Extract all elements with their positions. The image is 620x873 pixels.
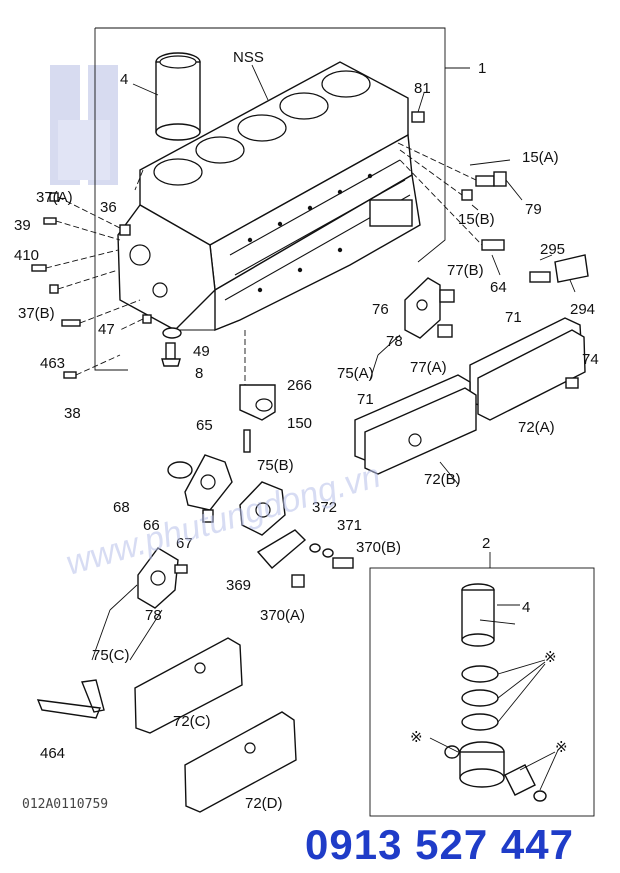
label-295: 295 xyxy=(540,241,565,258)
elbow-266 xyxy=(239,384,276,453)
label-72c: 72(C) xyxy=(173,713,211,730)
label-370a: 370(A) xyxy=(260,607,305,624)
covers-72a xyxy=(469,317,586,421)
plate-72d xyxy=(184,711,297,813)
cylinder-block xyxy=(117,61,421,332)
cover-76 xyxy=(404,277,455,339)
label-15a: 15(A) xyxy=(522,149,559,166)
right-fittings xyxy=(411,111,589,283)
label-72d: 72(D) xyxy=(245,795,283,812)
label-68: 68 xyxy=(113,499,130,516)
label-294: 294 xyxy=(570,301,595,318)
cover-66 xyxy=(167,454,233,523)
label-370b: 370(B) xyxy=(356,539,401,556)
label-78-low: 78 xyxy=(145,607,162,624)
label-36: 36 xyxy=(100,199,117,216)
label-2: 2 xyxy=(482,535,490,552)
label-463: 463 xyxy=(40,355,65,372)
assembly-1-frame xyxy=(94,27,470,371)
cylinder-liner-kit xyxy=(444,583,547,802)
label-49: 49 xyxy=(193,343,210,360)
label-410: 410 xyxy=(14,247,39,264)
label-37a: 37(A) xyxy=(36,189,73,206)
label-star-3: ※ xyxy=(555,739,568,756)
label-77a: 77(A) xyxy=(410,359,447,376)
label-4-top: 4 xyxy=(120,71,128,88)
label-65: 65 xyxy=(196,417,213,434)
label-72a: 72(A) xyxy=(518,419,555,436)
label-1: 1 xyxy=(478,60,486,77)
assembly-2-frame xyxy=(369,567,595,817)
label-nss: NSS xyxy=(233,49,264,66)
label-76: 76 xyxy=(372,301,389,318)
label-74: 74 xyxy=(582,351,599,368)
phone-number: 0913 527 447 xyxy=(305,821,574,868)
gasket-369 xyxy=(256,529,354,588)
label-star-1: ※ xyxy=(544,649,557,666)
label-67: 67 xyxy=(176,535,193,552)
pins-left xyxy=(31,192,182,379)
cylinder-liner-top xyxy=(155,52,201,141)
label-66: 66 xyxy=(143,517,160,534)
bracket-464 xyxy=(36,679,105,719)
label-64: 64 xyxy=(490,279,507,296)
label-75a: 75(A) xyxy=(337,365,374,382)
label-79: 79 xyxy=(525,201,542,218)
label-4-kit: 4 xyxy=(522,599,530,616)
watermark-logo xyxy=(50,65,118,185)
label-8: 8 xyxy=(195,365,203,382)
label-47: 47 xyxy=(98,321,115,338)
plate-72c xyxy=(134,637,243,734)
label-266: 266 xyxy=(287,377,312,394)
label-369: 369 xyxy=(226,577,251,594)
cover-75b xyxy=(239,481,286,536)
label-150: 150 xyxy=(287,415,312,432)
label-15b: 15(B) xyxy=(458,211,495,228)
label-38: 38 xyxy=(64,405,81,422)
label-72b: 72(B) xyxy=(424,471,461,488)
leader-lines-right xyxy=(397,142,483,246)
label-371: 371 xyxy=(337,517,362,534)
leader-lines-left xyxy=(45,169,144,376)
label-81: 81 xyxy=(414,80,431,97)
label-leaders xyxy=(91,64,541,661)
label-78-top: 78 xyxy=(386,333,403,350)
cover-75c xyxy=(137,547,188,609)
label-71-top: 71 xyxy=(505,309,522,326)
label-71-mid: 71 xyxy=(357,391,374,408)
label-star-2: ※ xyxy=(410,729,423,746)
drawing-code: 012A0110759 xyxy=(22,797,108,812)
label-464: 464 xyxy=(40,745,65,762)
label-75c: 75(C) xyxy=(92,647,130,664)
label-75b: 75(B) xyxy=(257,457,294,474)
label-372: 372 xyxy=(312,499,337,516)
label-77b: 77(B) xyxy=(447,262,484,279)
covers-72b xyxy=(354,374,477,475)
label-39: 39 xyxy=(14,217,31,234)
label-37b: 37(B) xyxy=(18,305,55,322)
